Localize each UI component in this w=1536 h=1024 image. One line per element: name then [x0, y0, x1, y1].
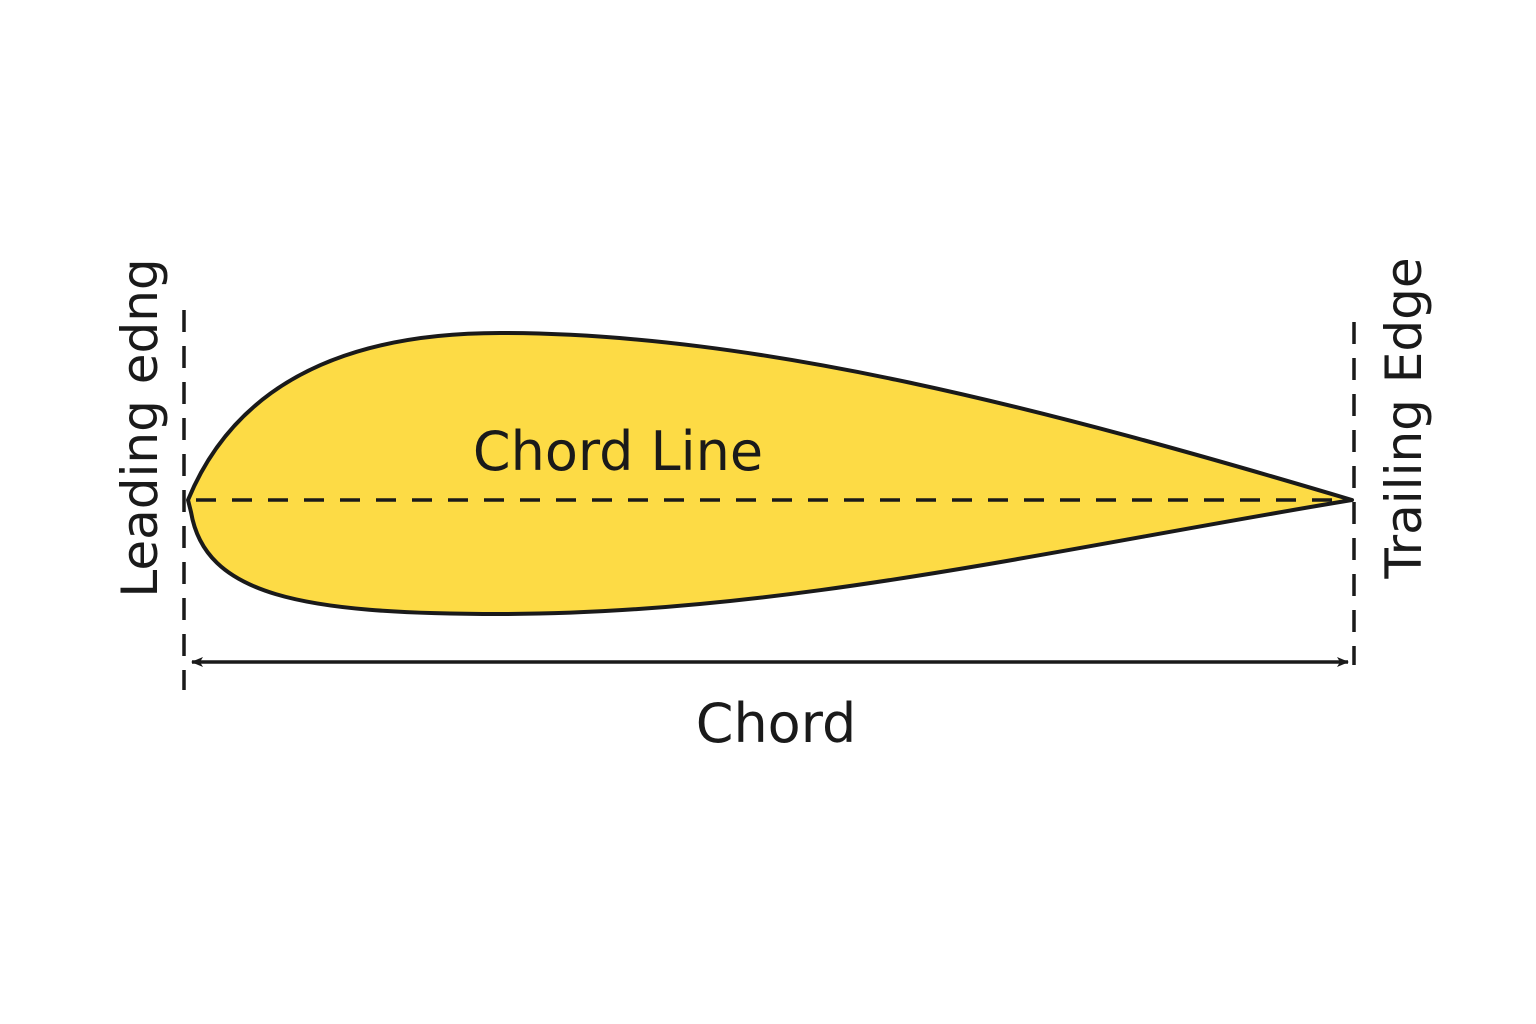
chord-line-label: Chord Line: [473, 420, 763, 483]
leading-edge-label: Leading edng: [111, 258, 169, 597]
trailing-edge-label: Trailing Edge: [1375, 257, 1433, 579]
chord-label: Chord: [696, 692, 857, 755]
airfoil-shape: [186, 331, 1354, 616]
